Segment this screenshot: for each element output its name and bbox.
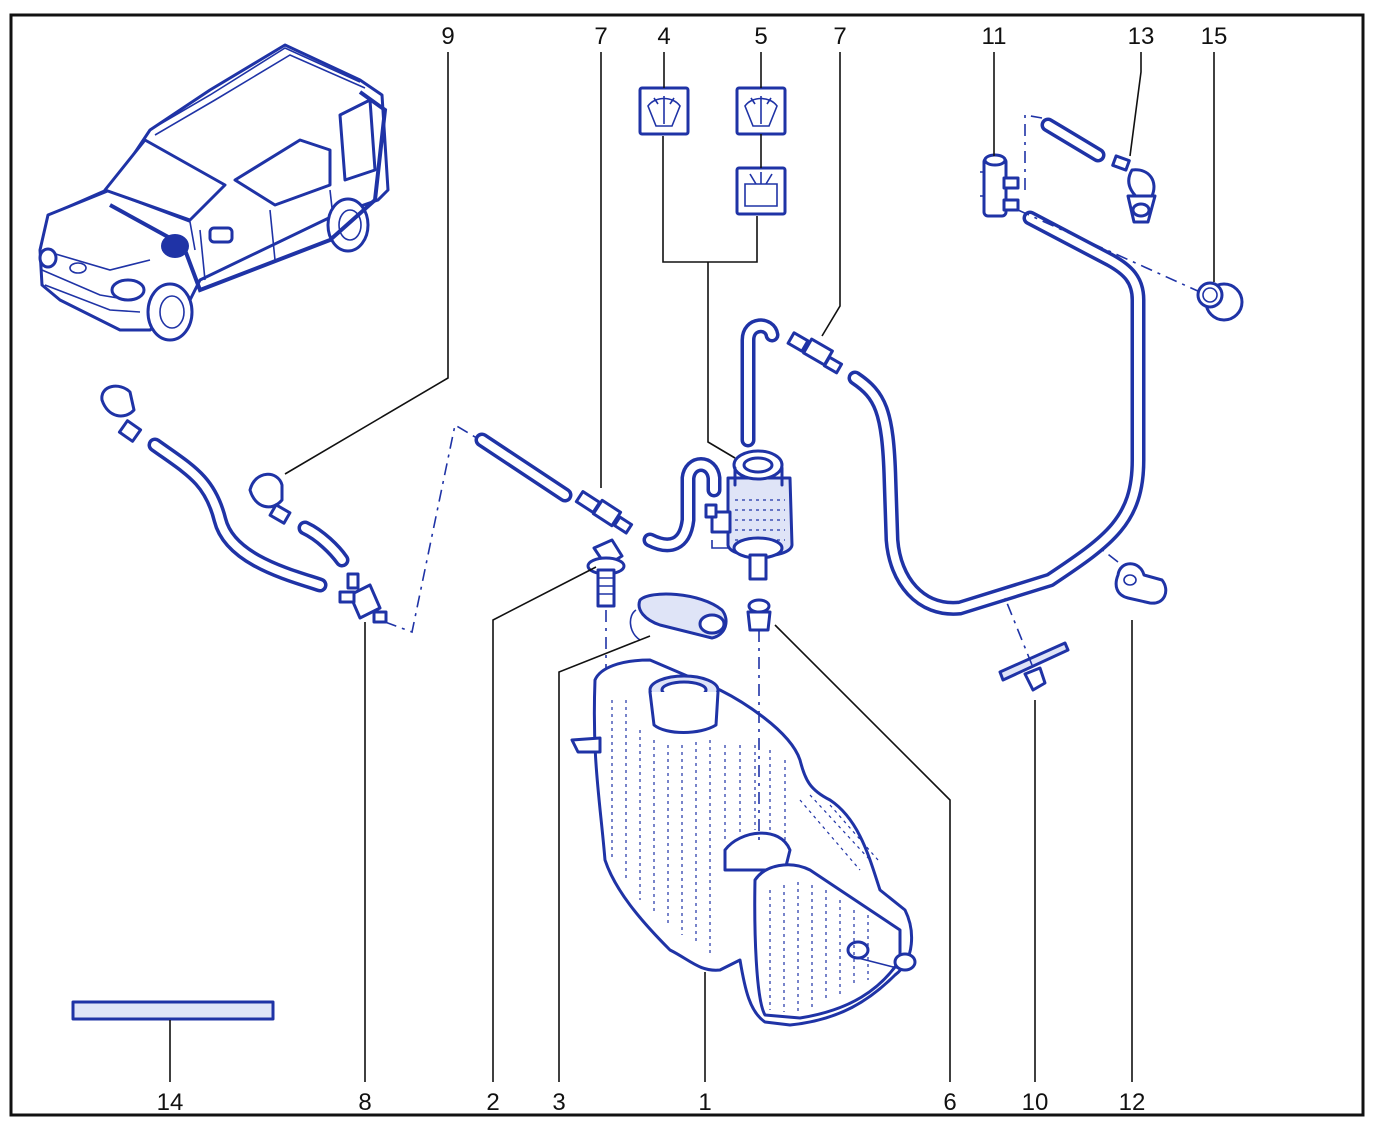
- icon-bracket: [662, 136, 758, 459]
- callout-12: 12: [1119, 1089, 1146, 1116]
- inline-connector: [786, 331, 844, 375]
- tailgate-wash-switch: [735, 166, 787, 216]
- diagram-frame: [9, 13, 1365, 1117]
- rear-washer-hose: [847, 210, 1146, 616]
- vehicle-illustration: [38, 43, 390, 342]
- callout-3: 3: [552, 1089, 565, 1116]
- callout-7-left: 7: [594, 23, 607, 50]
- rear-feed-hose: [740, 318, 780, 448]
- washer-reservoir: [570, 630, 917, 1027]
- leader-lines: [169, 52, 1215, 1082]
- mounting-bolt: [586, 538, 626, 680]
- hose-segment: [474, 432, 573, 503]
- pump-outlet-hose: [642, 457, 722, 553]
- inline-connector: [574, 490, 634, 535]
- sealing-strip: [71, 1000, 275, 1021]
- rear-t-piece: [980, 153, 1020, 218]
- callout-8: 8: [358, 1089, 371, 1116]
- hose-clip: [1099, 547, 1168, 605]
- callout-6: 6: [943, 1089, 956, 1116]
- trim-clip: [998, 597, 1070, 692]
- assembly-line: [1017, 209, 1201, 293]
- callout-11: 11: [982, 23, 1007, 50]
- pump-grommet: [746, 598, 772, 632]
- washer-jet: [248, 472, 350, 568]
- reservoir-cap: [629, 592, 728, 641]
- assembly-line: [1024, 114, 1043, 190]
- washer-pump: [704, 449, 794, 581]
- callout-5: 5: [754, 23, 767, 50]
- front-jet-hose: [100, 384, 328, 593]
- callout-10: 10: [1022, 1089, 1049, 1116]
- rear-grommet: [1196, 281, 1244, 322]
- callout-13: 13: [1128, 23, 1155, 50]
- callout-15: 15: [1201, 23, 1228, 50]
- callout-2: 2: [486, 1089, 499, 1116]
- assembly-line: [384, 423, 481, 634]
- nozzle-hose: [1040, 117, 1106, 163]
- callout-14: 14: [157, 1089, 184, 1116]
- rear-wash-switch: [735, 86, 787, 136]
- callout-9: 9: [441, 23, 454, 50]
- callout-7-right: 7: [833, 23, 846, 50]
- callout-labels: 9 7 4 5 7 11 13 15 14 8 2 3 1 6 10 12: [157, 23, 1228, 1116]
- callout-1: 1: [698, 1089, 711, 1116]
- callout-4: 4: [657, 23, 670, 50]
- front-wash-switch: [638, 86, 690, 136]
- rear-washer-nozzle: [1111, 154, 1157, 224]
- t-connector: [338, 572, 388, 624]
